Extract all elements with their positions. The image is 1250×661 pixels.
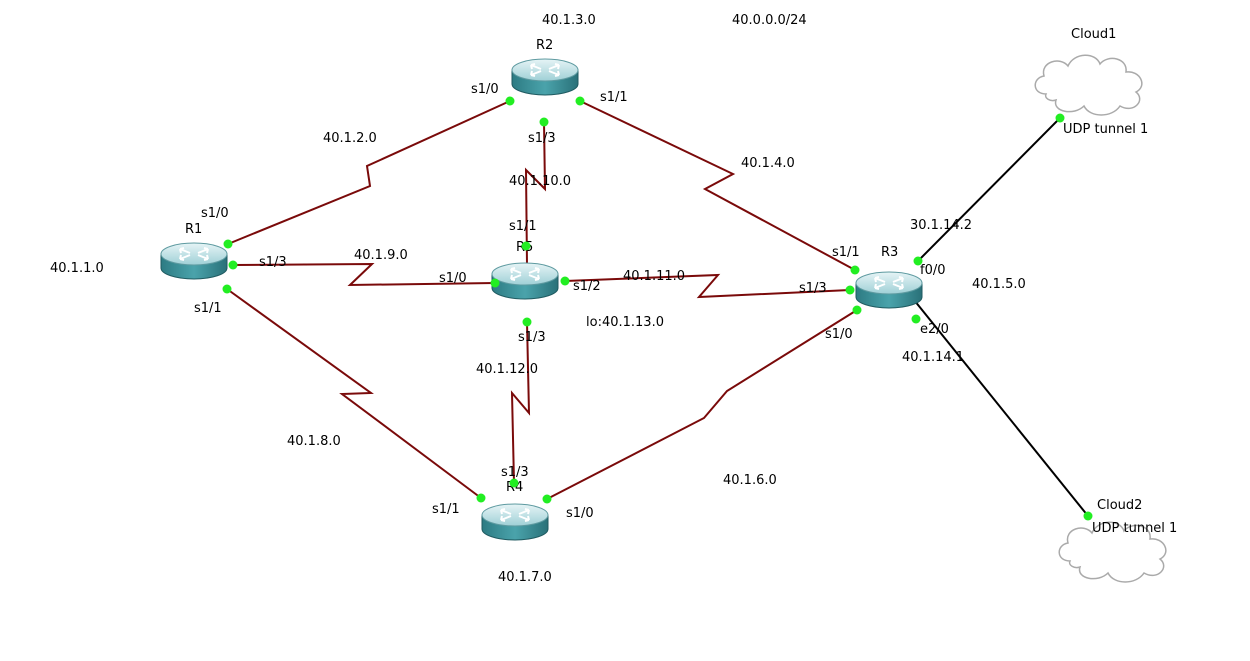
port-dot[interactable] [222,284,232,294]
cloud-icon [1034,54,1143,116]
subnet-label: 40.1.1.0 [50,261,104,276]
link-r3-r4[interactable] [546,309,858,500]
subnet-label: 40.1.11.0 [623,269,685,284]
subnet-label: 40.1.9.0 [354,248,408,263]
interface-label: s1/1 [194,301,222,316]
router-r1[interactable]: R1 [160,222,228,280]
subnet-label: 40.1.10.0 [509,174,571,189]
subnet-label: 30.1.14.2 [910,218,972,233]
link-r5-r3[interactable] [564,273,851,299]
interface-label: s1/0 [566,506,594,521]
link-r2-r5[interactable] [524,121,547,266]
interface-label: s1/1 [432,502,460,517]
port-dot[interactable] [913,256,923,266]
link-r1-r5[interactable] [232,262,496,287]
link-r2-r3[interactable] [579,100,856,271]
interface-label: s1/1 [600,90,628,105]
port-dot[interactable] [911,314,921,324]
router-r3-name: R3 [881,245,898,260]
port-dot[interactable] [522,317,532,327]
router-r2-name: R2 [536,38,553,53]
subnet-label: 40.1.3.0 [542,13,596,28]
link-r3-cloud1[interactable] [917,117,1061,262]
port-dot[interactable] [542,494,552,504]
interface-label: s1/2 [573,279,601,294]
interface-label: e2/0 [920,322,949,337]
cloud1-port-label: UDP tunnel 1 [1063,122,1148,137]
link-r3-cloud2[interactable] [905,289,1089,517]
link-r1-r2[interactable] [227,100,511,245]
link-r1-r4[interactable] [226,288,482,499]
port-dot[interactable] [505,96,515,106]
interface-label: s1/1 [832,245,860,260]
subnet-label: 40.1.12.0 [476,362,538,377]
port-dot[interactable] [490,278,500,288]
interface-label: s1/0 [201,206,229,221]
interface-label: s1/3 [528,131,556,146]
router-icon [855,271,923,309]
interface-label: s1/0 [439,271,467,286]
port-dot[interactable] [476,493,486,503]
router-icon [491,262,559,300]
interface-label: s1/3 [501,465,529,480]
cloud1-node[interactable]: Cloud1 UDP tunnel 1 [1034,27,1148,137]
port-dot[interactable] [521,241,531,251]
interface-label: s1/0 [825,327,853,342]
link-r5-r4[interactable] [510,321,531,484]
subnet-label: 40.1.4.0 [741,156,795,171]
port-dot[interactable] [228,260,238,270]
subnet-label: 40.1.14.1 [902,350,964,365]
subnet-label: 40.1.6.0 [723,473,777,488]
interface-label: s1/1 [509,219,537,234]
network-label: 40.0.0.0/24 [732,13,807,28]
port-dot[interactable] [1055,113,1065,123]
port-dot[interactable] [850,265,860,275]
port-dot[interactable] [575,96,585,106]
port-dot[interactable] [223,239,233,249]
router-icon [481,503,549,541]
subnet-label: 40.1.8.0 [287,434,341,449]
router-r1-name: R1 [185,222,202,237]
cloud2-port-label: UDP tunnel 1 [1092,521,1177,536]
port-dot[interactable] [1083,511,1093,521]
interface-label: s1/3 [259,255,287,270]
port-dot[interactable] [852,305,862,315]
port-dot[interactable] [845,285,855,295]
router-r4[interactable]: R4 [481,480,549,541]
port-dot[interactable] [509,478,519,488]
router-r2[interactable]: R2 [511,38,579,96]
port-dot[interactable] [539,117,549,127]
cloud2-name: Cloud2 [1097,498,1142,513]
router-icon [511,58,579,96]
cloud2-node[interactable]: Cloud2 UDP tunnel 1 [1058,498,1177,583]
cloud1-name: Cloud1 [1071,27,1116,42]
subnet-label: 40.1.2.0 [323,131,377,146]
interface-label: s1/3 [518,330,546,345]
interface-label: f0/0 [920,263,946,278]
subnet-label: 40.1.7.0 [498,570,552,585]
subnet-label: 40.1.5.0 [972,277,1026,292]
subnet-label: lo:40.1.13.0 [586,315,664,330]
router-icon [160,242,228,280]
port-dot[interactable] [560,276,570,286]
router-r3[interactable]: R3 [855,245,923,309]
interface-label: s1/3 [799,281,827,296]
interface-label: s1/0 [471,82,499,97]
